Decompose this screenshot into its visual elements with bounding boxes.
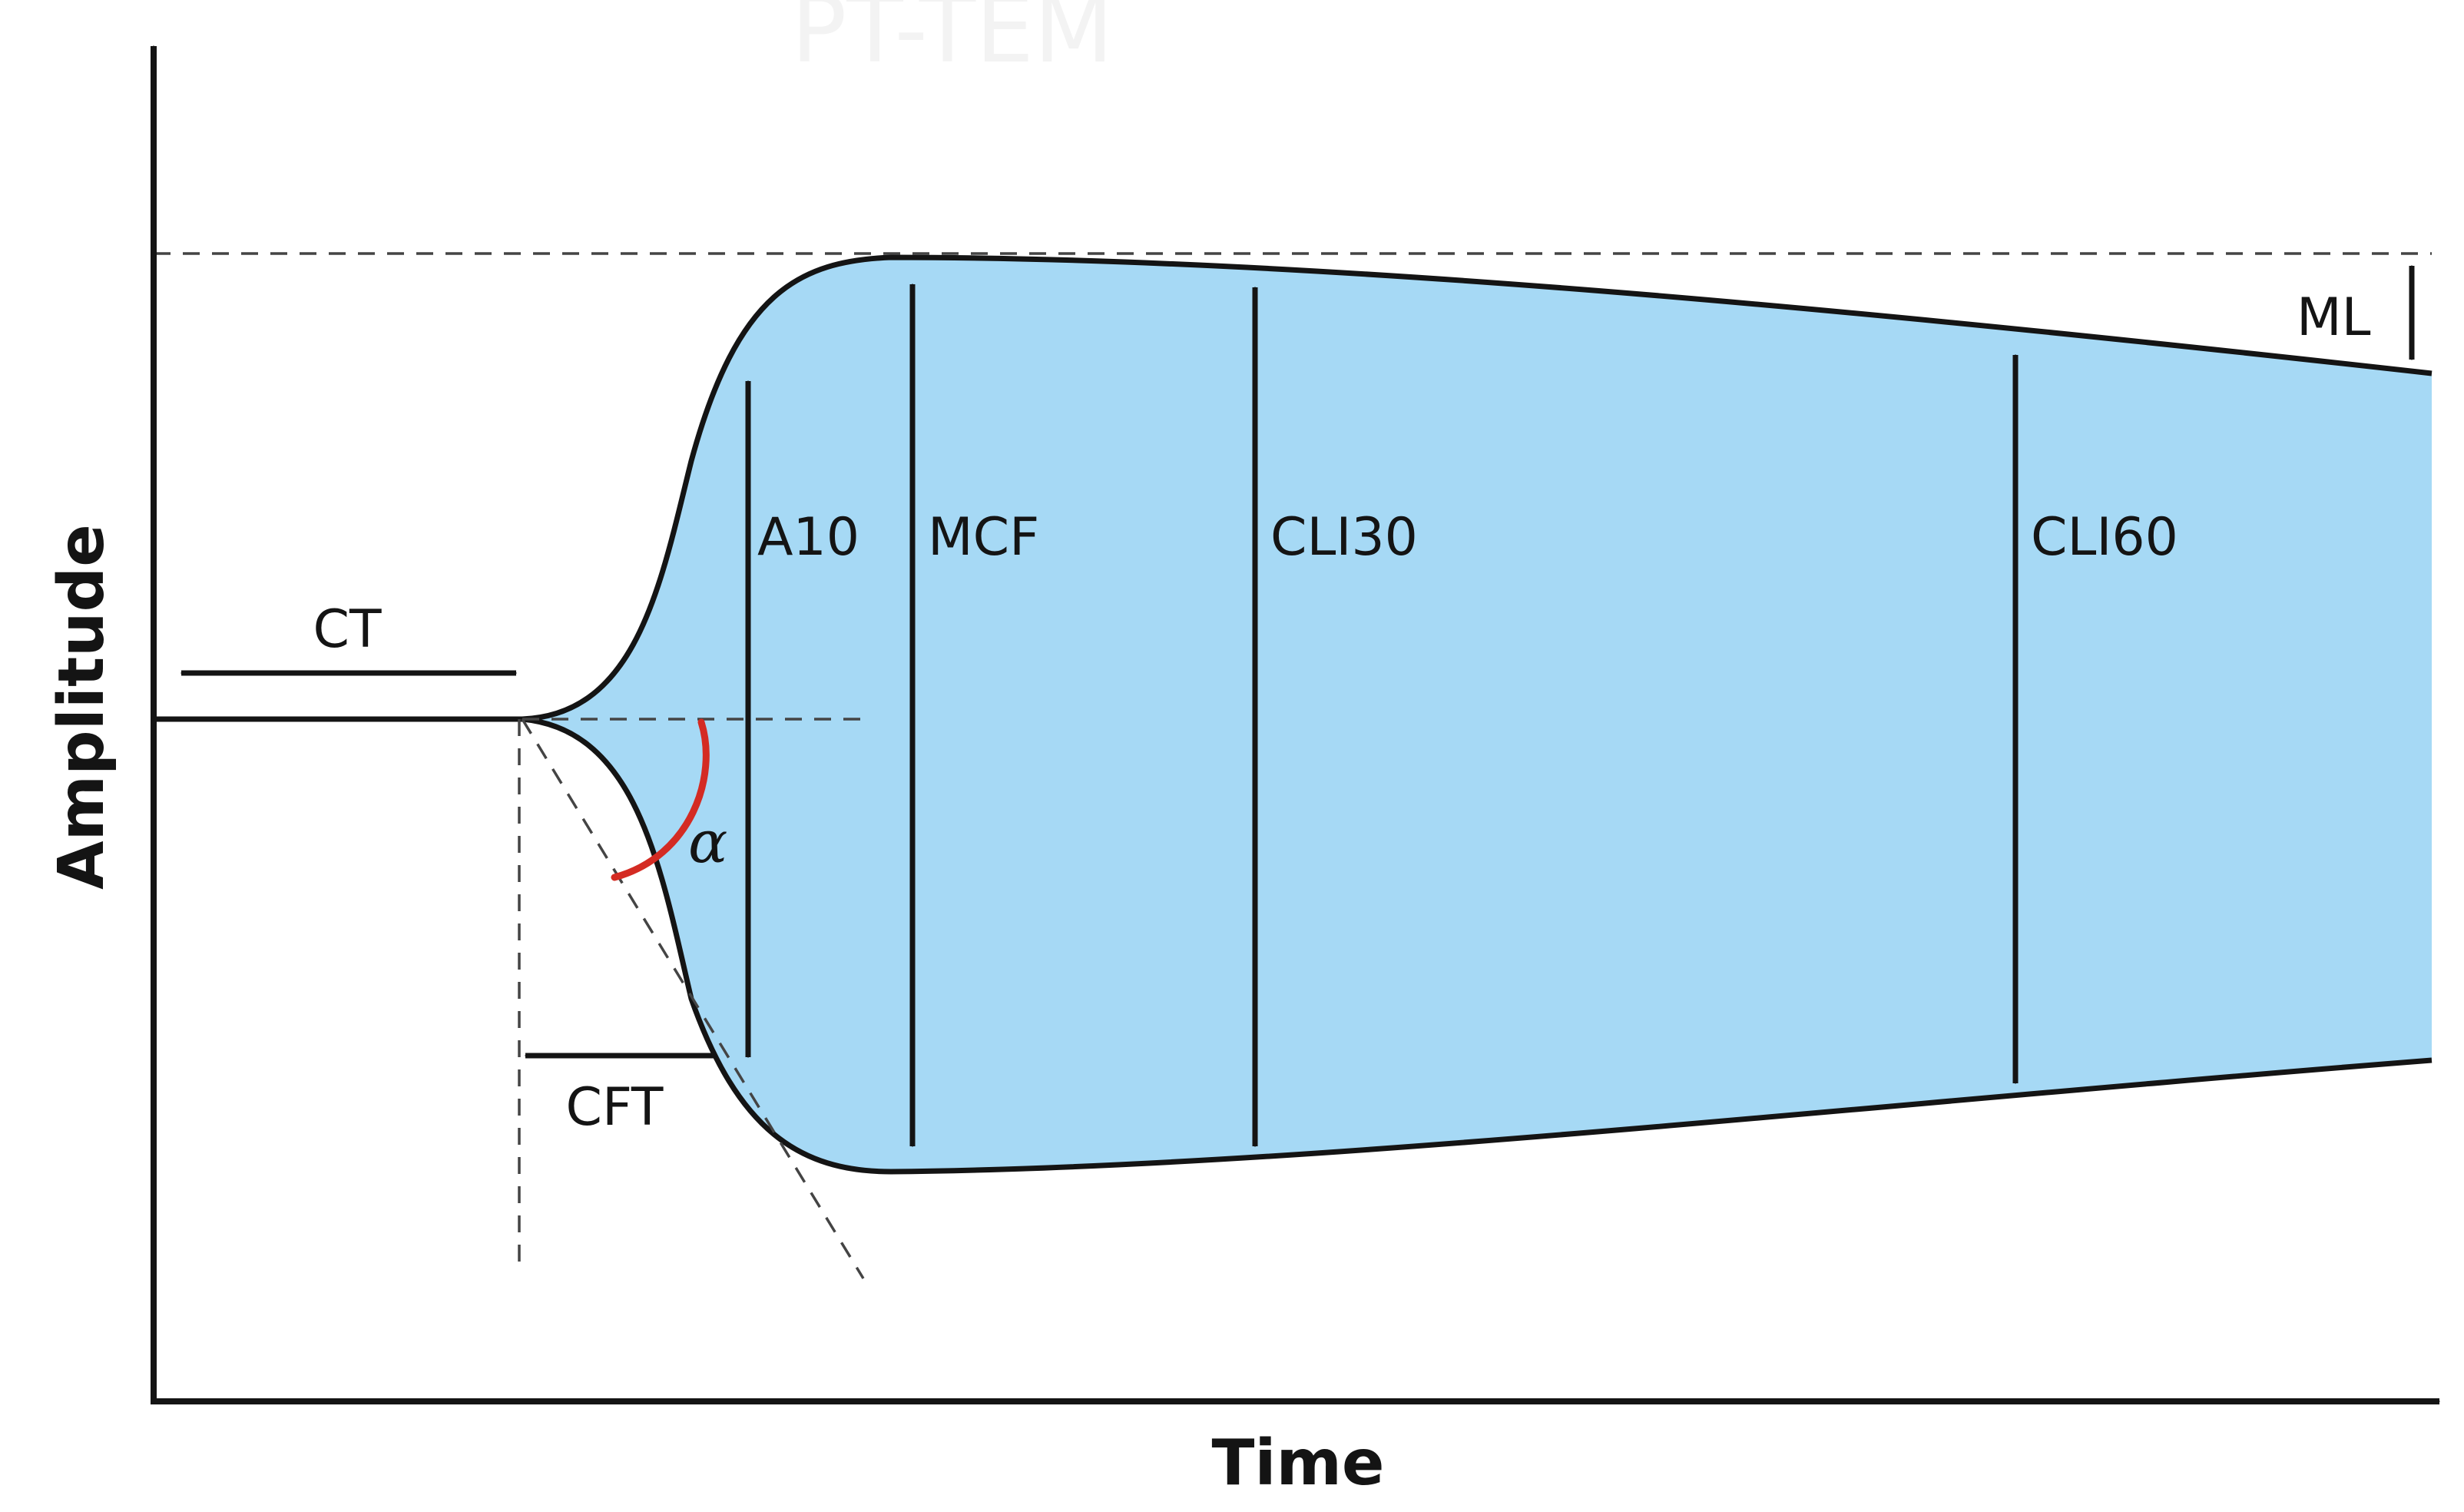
a10-label: A10 (757, 507, 859, 568)
cft-label: CFT (566, 1077, 664, 1138)
alpha-tangent-dashed-line (521, 718, 865, 1279)
faint-title: PT-TEM (791, 0, 1114, 84)
upper-curve (522, 254, 2433, 722)
cli30-label: CLI30 (1270, 507, 1418, 568)
clot-fill-area (522, 257, 2432, 1172)
y-axis-title: Amplitude (45, 524, 118, 890)
cli60-label: CLI60 (2031, 507, 2178, 568)
ct-label: CT (313, 599, 381, 660)
mcf-label: MCF (928, 507, 1039, 568)
alpha-angle-arc (611, 718, 710, 881)
ml-label: ML (2297, 287, 2371, 348)
x-axis-title: Time (1211, 1427, 1384, 1500)
alpha-label: α (688, 807, 727, 876)
